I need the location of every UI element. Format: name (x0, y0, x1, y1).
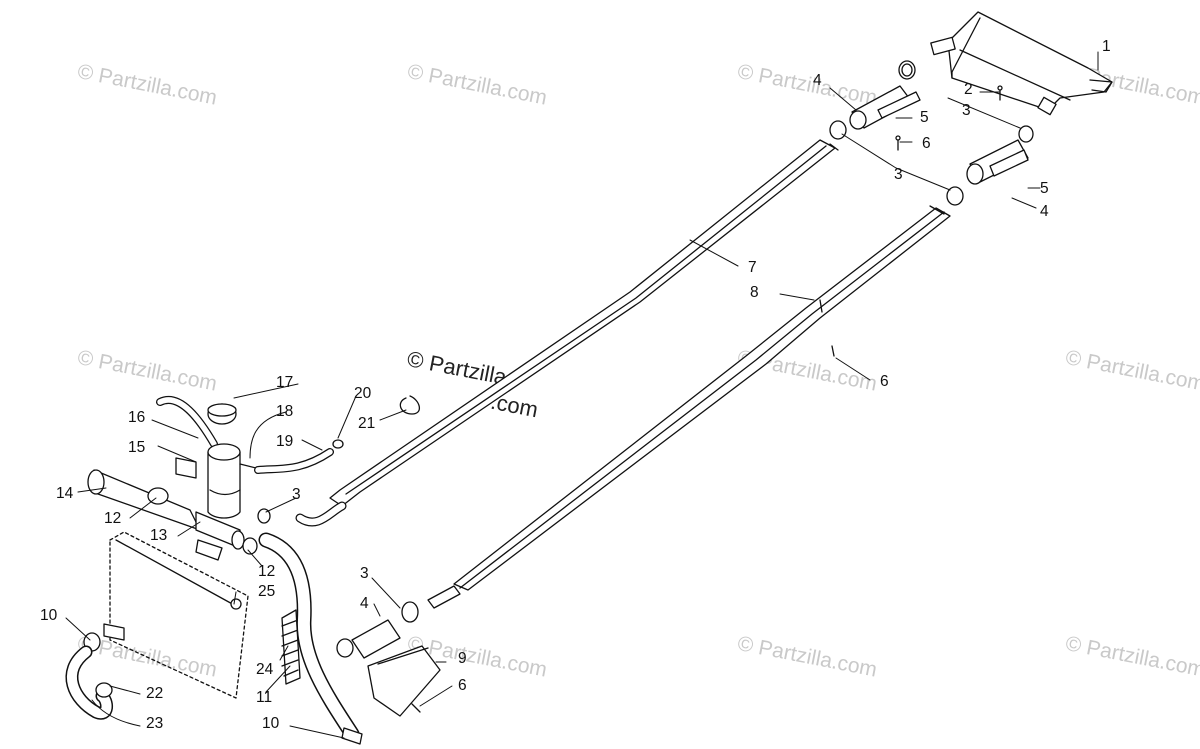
callout-3[interactable]: 3 (894, 166, 903, 183)
coolant-bottle-assembly (87, 395, 420, 561)
tunnel-cooler-upper (295, 139, 839, 527)
callout-11[interactable]: 11 (256, 689, 273, 706)
tunnel-cooler-lower (401, 205, 951, 623)
callout-20[interactable]: 20 (354, 385, 372, 402)
callout-1[interactable]: 1 (1102, 38, 1111, 55)
callout-7[interactable]: 7 (748, 259, 757, 276)
callout-5[interactable]: 5 (1040, 180, 1049, 197)
lower-connectors (336, 619, 441, 717)
callout-6[interactable]: 6 (458, 677, 467, 694)
callout-12[interactable]: 12 (104, 510, 122, 527)
callout-8[interactable]: 8 (750, 284, 759, 301)
callout-6[interactable]: 6 (880, 373, 889, 390)
callout-18[interactable]: 18 (276, 403, 294, 420)
callout-17[interactable]: 17 (276, 374, 294, 391)
callout-2[interactable]: 2 (964, 81, 973, 98)
callout-3[interactable]: 3 (962, 102, 971, 119)
callout-15[interactable]: 15 (128, 439, 146, 456)
callout-24[interactable]: 24 (256, 661, 274, 678)
callout-21[interactable]: 21 (358, 415, 376, 432)
callout-4[interactable]: 4 (1040, 203, 1049, 220)
callout-19[interactable]: 19 (276, 433, 294, 450)
callout-6[interactable]: 6 (922, 135, 931, 152)
upper-connectors (829, 60, 1034, 206)
callout-13[interactable]: 13 (150, 527, 168, 544)
callout-3[interactable]: 3 (292, 486, 301, 503)
callout-4[interactable]: 4 (360, 595, 369, 612)
callout-12[interactable]: 12 (258, 563, 276, 580)
callout-3[interactable]: 3 (360, 565, 369, 582)
callout-4[interactable]: 4 (813, 72, 822, 89)
callout-10[interactable]: 10 (40, 607, 58, 624)
leader-lines (65, 51, 1099, 739)
radiator-assembly (65, 531, 363, 745)
rear-heat-exchanger (930, 11, 1113, 116)
callout-23[interactable]: 23 (146, 715, 164, 732)
callout-25[interactable]: 25 (258, 583, 276, 600)
callout-14[interactable]: 14 (56, 485, 74, 502)
callout-16[interactable]: 16 (128, 409, 146, 426)
callout-9[interactable]: 9 (458, 650, 467, 667)
callout-22[interactable]: 22 (146, 685, 164, 702)
callout-5[interactable]: 5 (920, 109, 929, 126)
callout-10[interactable]: 10 (262, 715, 280, 732)
